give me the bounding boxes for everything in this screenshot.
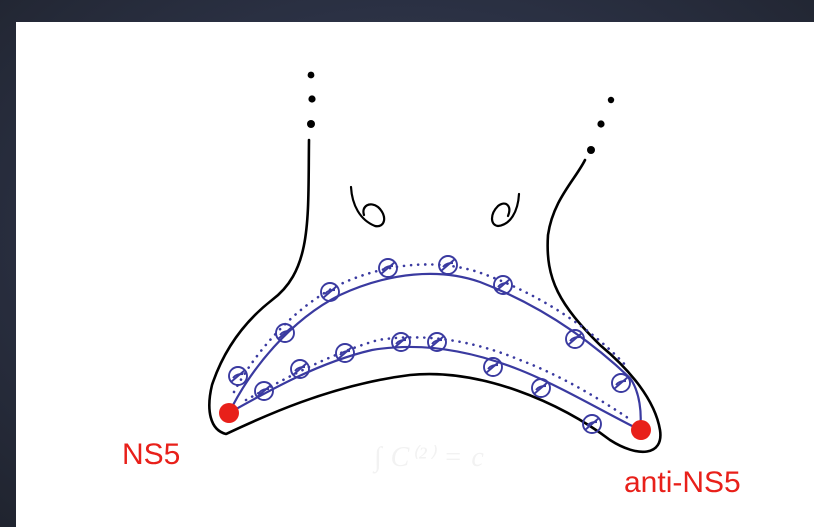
dotted-string-curves [234,264,628,418]
string-loop-icon [612,374,630,392]
anti-ns5-dot [631,420,651,440]
faint-formula: ∫ C⁽²⁾ = c [374,440,485,474]
string-loop-icon [336,344,354,362]
anti-ns5-label: anti-NS5 [624,466,741,500]
string-loop-icon [392,333,410,351]
right-leg-ellipsis-icon [587,97,614,154]
string-loop-icon [532,379,550,397]
ns5-dot [219,403,239,423]
ns5-label: NS5 [122,438,180,472]
string-loop-icon [321,283,339,301]
string-loop-icon [379,259,397,277]
string-loop-icon [229,367,247,385]
handle-loop-icon [351,187,519,226]
left-leg-ellipsis-icon [307,72,316,128]
string-loop-icon [276,324,294,342]
string-loop-icon [439,256,457,274]
